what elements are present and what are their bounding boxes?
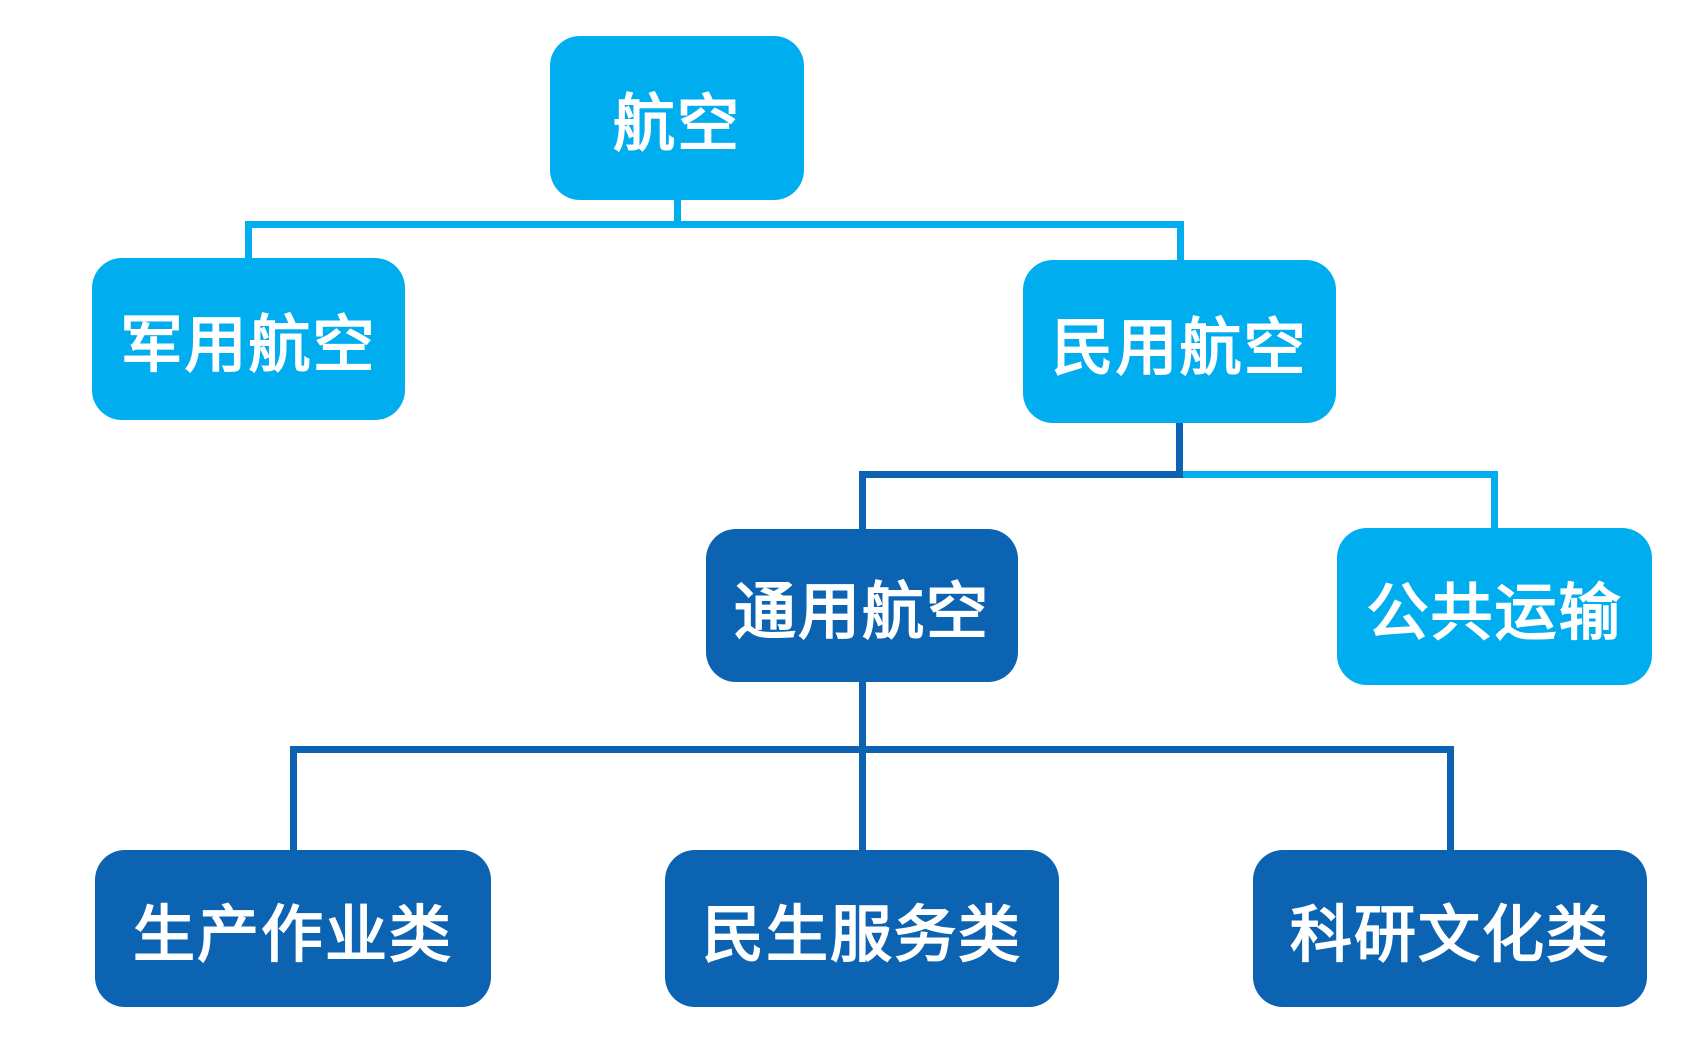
node-general-aviation-label: 通用航空 <box>733 574 990 648</box>
node-production-operations: 生产作业类 <box>95 850 491 1007</box>
node-civil-services-label: 民生服务类 <box>701 897 1022 971</box>
connector-aviation-stub <box>674 199 681 228</box>
node-military-aviation: 军用航空 <box>92 258 405 420</box>
connector-level2-horizontal-left <box>859 471 1183 478</box>
node-research-culture-label: 科研文化类 <box>1289 897 1610 971</box>
node-research-culture: 科研文化类 <box>1253 850 1647 1007</box>
connector-drop-production <box>290 746 297 853</box>
node-military-aviation-label: 军用航空 <box>120 308 377 381</box>
connector-level1-horizontal <box>245 221 1184 228</box>
connector-level2-horizontal-right <box>1183 471 1498 478</box>
connector-drop-general <box>859 471 866 532</box>
connector-drop-military <box>245 221 252 261</box>
node-general-aviation: 通用航空 <box>706 529 1018 682</box>
node-public-transport: 公共运输 <box>1337 528 1652 685</box>
connector-drop-civil <box>1177 221 1184 263</box>
connector-drop-research <box>1447 746 1454 853</box>
node-production-operations-label: 生产作业类 <box>132 897 453 971</box>
node-aviation: 航空 <box>550 36 804 200</box>
node-civil-aviation-label: 民用航空 <box>1051 310 1308 384</box>
node-aviation-label: 航空 <box>612 87 741 160</box>
node-civil-aviation: 民用航空 <box>1023 260 1336 423</box>
connector-drop-public-transport <box>1491 471 1498 531</box>
node-public-transport-label: 公共运输 <box>1366 575 1623 649</box>
node-civil-services: 民生服务类 <box>665 850 1059 1007</box>
connector-level3-horizontal <box>290 746 1454 753</box>
connector-general-stub <box>859 681 866 853</box>
connector-civil-stub <box>1176 422 1183 478</box>
